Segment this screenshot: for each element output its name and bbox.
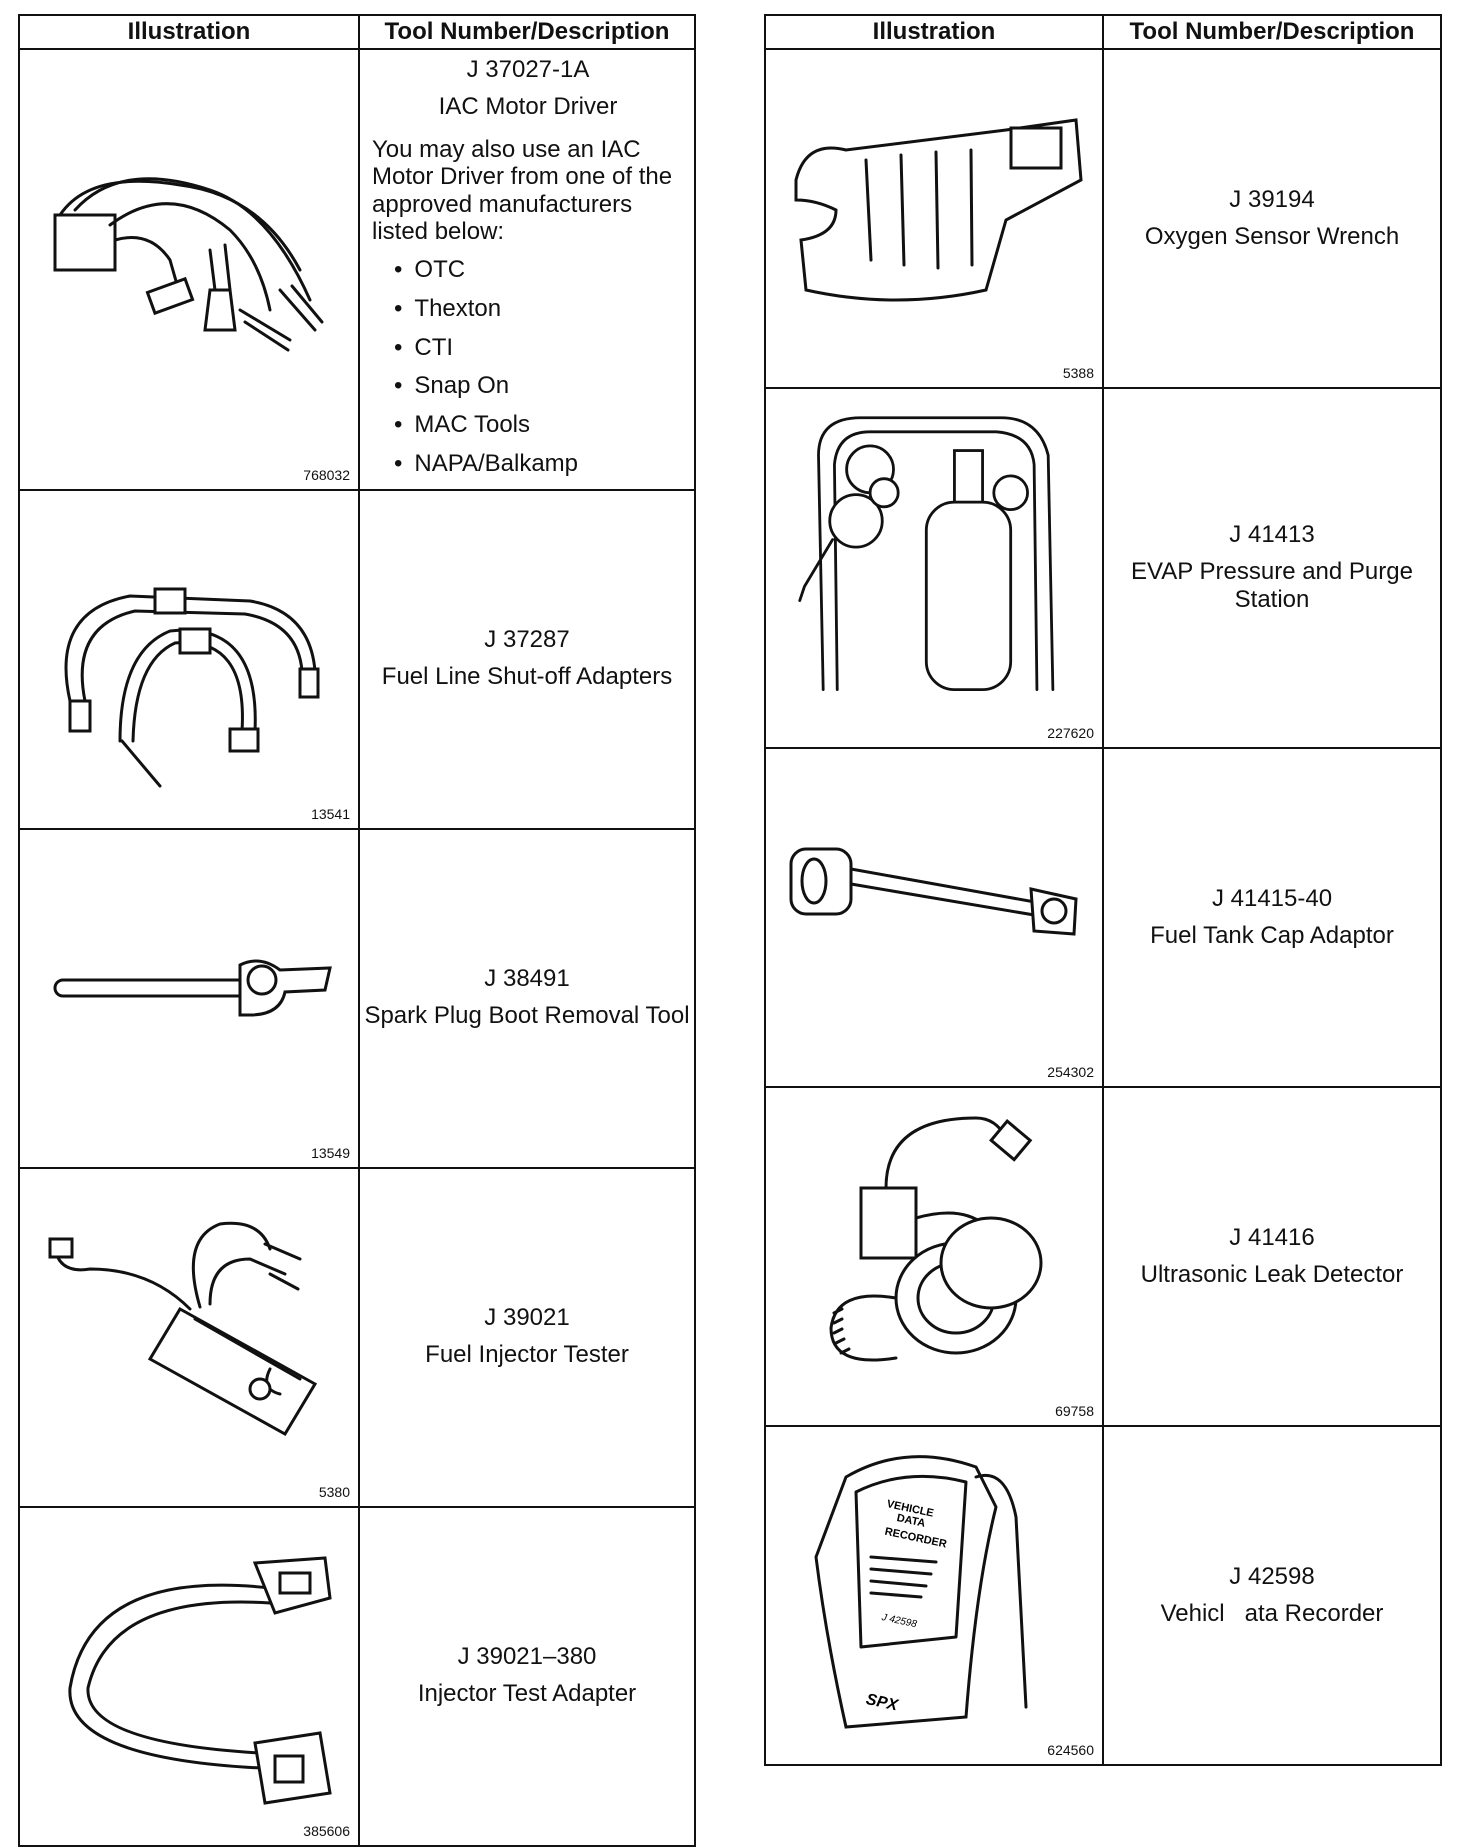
tool-description: J 38491 Spark Plug Boot Removal Tool bbox=[358, 827, 696, 1169]
figure-number: 624560 bbox=[1047, 1742, 1094, 1758]
list-item: NAPA/Balkamp bbox=[394, 450, 684, 479]
tool-name: Injector Test Adapter bbox=[417, 1680, 637, 1708]
tool-description: J 41416 Ultrasonic Leak Detector bbox=[1102, 1086, 1442, 1427]
fuel-tank-cap-adaptor-icon bbox=[789, 847, 1078, 936]
tool-description-header: Tool Number/Description bbox=[358, 14, 696, 50]
illustration-cell: 5388 bbox=[764, 48, 1104, 389]
figure-number: 69758 bbox=[1055, 1403, 1094, 1419]
tool-description: J 41413 EVAP Pressure and Purge Station bbox=[1102, 387, 1442, 749]
list-item: MAC Tools bbox=[394, 411, 684, 440]
tool-number: J 37287 bbox=[484, 626, 570, 654]
figure-number: 5388 bbox=[1062, 365, 1094, 381]
tool-number: J 39021–380 bbox=[457, 1643, 597, 1671]
evap-station-icon bbox=[798, 416, 1055, 692]
table-row: 69758 J 41416 Ultrasonic Leak Detector bbox=[764, 1086, 1442, 1427]
ultrasonic-leak-detector-icon bbox=[829, 1116, 1043, 1362]
fuel-line-adapters-icon bbox=[64, 587, 320, 788]
tool-description: J 37027-1A IAC Motor Driver You may also… bbox=[358, 48, 696, 491]
spark-plug-boot-tool-icon bbox=[53, 959, 332, 1017]
tool-description: J 39021 Fuel Injector Tester bbox=[358, 1166, 696, 1508]
figure-number: 768032 bbox=[303, 466, 350, 483]
figure-number: 227620 bbox=[1047, 725, 1094, 741]
tool-name: Fuel Tank Cap Adaptor bbox=[1150, 921, 1394, 949]
table-row: 13549 J 38491 Spark Plug Boot Removal To… bbox=[18, 827, 696, 1169]
tool-name: Vehicl ata Recorder bbox=[1160, 1599, 1384, 1627]
tool-name: Ultrasonic Leak Detector bbox=[1140, 1260, 1404, 1288]
tool-name: Fuel Line Shut-off Adapters bbox=[381, 663, 673, 691]
table-row: 227620 J 41413 EVAP Pressure and Purge S… bbox=[764, 387, 1442, 749]
table-header-row: Illustration Tool Number/Description bbox=[764, 14, 1442, 50]
tool-description-header: Tool Number/Description bbox=[1102, 14, 1442, 50]
illustration-cell: 13549 bbox=[18, 827, 360, 1169]
oxygen-sensor-wrench-icon bbox=[794, 118, 1083, 302]
left-tool-table: Illustration Tool Number/Description 768… bbox=[18, 14, 696, 1847]
tool-number: J 37027-1A bbox=[466, 56, 590, 83]
manufacturer-note: You may also use an IAC Motor Driver fro… bbox=[372, 135, 673, 246]
illustration-header: Illustration bbox=[764, 14, 1104, 50]
table-header-row: Illustration Tool Number/Description bbox=[18, 14, 696, 50]
vehicle-data-recorder-icon: VEHICLE DATA RECORDER J 42598 SPX bbox=[814, 1455, 1028, 1729]
right-tool-table: Illustration Tool Number/Description 538… bbox=[764, 14, 1442, 1766]
table-row: VEHICLE DATA RECORDER J 42598 SPX 624560… bbox=[764, 1425, 1442, 1766]
table-row: 768032 J 37027-1A IAC Motor Driver You m… bbox=[18, 48, 696, 491]
figure-number: 13549 bbox=[311, 1144, 350, 1161]
illustration-cell: 227620 bbox=[764, 387, 1104, 749]
table-row: 254302 J 41415-40 Fuel Tank Cap Adaptor bbox=[764, 747, 1442, 1088]
spx-logo: SPX bbox=[864, 1691, 900, 1715]
device-label-data: DATA bbox=[896, 1512, 927, 1530]
tool-description: J 42598 Vehicl ata Recorder bbox=[1102, 1425, 1442, 1766]
figure-number: 254302 bbox=[1047, 1064, 1094, 1080]
tool-number: J 38491 bbox=[484, 965, 570, 993]
figure-number: 5380 bbox=[318, 1483, 350, 1500]
illustration-cell: 13541 bbox=[18, 488, 360, 830]
tool-name: Fuel Injector Tester bbox=[425, 1341, 629, 1369]
manufacturer-list: OTC Thexton CTI Snap On MAC Tools NAPA/B… bbox=[372, 256, 684, 479]
tool-number: J 42598 bbox=[1229, 1562, 1315, 1590]
fuel-injector-tester-icon bbox=[48, 1221, 318, 1436]
tool-name: IAC Motor Driver bbox=[438, 92, 618, 120]
tool-description: J 41415-40 Fuel Tank Cap Adaptor bbox=[1102, 747, 1442, 1088]
table-row: 5380 J 39021 Fuel Injector Tester bbox=[18, 1166, 696, 1508]
table-row: 13541 J 37287 Fuel Line Shut-off Adapter… bbox=[18, 488, 696, 830]
tool-number: J 41413 bbox=[1229, 520, 1315, 548]
illustration-cell: 69758 bbox=[764, 1086, 1104, 1427]
tool-name: Spark Plug Boot Removal Tool bbox=[364, 1002, 690, 1030]
tool-name: EVAP Pressure and Purge Station bbox=[1131, 557, 1413, 614]
illustration-header: Illustration bbox=[18, 14, 360, 50]
tool-description: J 37287 Fuel Line Shut-off Adapters bbox=[358, 488, 696, 830]
illustration-cell: VEHICLE DATA RECORDER J 42598 SPX 624560 bbox=[764, 1425, 1104, 1766]
tool-description: J 39194 Oxygen Sensor Wrench bbox=[1102, 48, 1442, 389]
list-item: CTI bbox=[394, 334, 684, 363]
illustration-cell: 5380 bbox=[18, 1166, 360, 1508]
table-row: 385606 J 39021–380 Injector Test Adapter bbox=[18, 1505, 696, 1847]
tool-description: J 39021–380 Injector Test Adapter bbox=[358, 1505, 696, 1847]
figure-number: 13541 bbox=[311, 805, 350, 822]
tool-name: Oxygen Sensor Wrench bbox=[1144, 222, 1400, 250]
tool-number: J 39021 bbox=[484, 1304, 570, 1332]
figure-number: 385606 bbox=[303, 1822, 350, 1839]
illustration-cell: 768032 bbox=[18, 48, 360, 491]
tool-number: J 41416 bbox=[1229, 1223, 1315, 1251]
tool-number: J 39194 bbox=[1229, 185, 1315, 213]
iac-motor-driver-icon bbox=[53, 177, 324, 352]
illustration-cell: 254302 bbox=[764, 747, 1104, 1088]
illustration-cell: 385606 bbox=[18, 1505, 360, 1847]
list-item: Snap On bbox=[394, 372, 684, 401]
tool-number: J 41415-40 bbox=[1211, 884, 1333, 912]
list-item: Thexton bbox=[394, 295, 684, 324]
table-row: 5388 J 39194 Oxygen Sensor Wrench bbox=[764, 48, 1442, 389]
injector-test-adapter-icon bbox=[68, 1556, 332, 1805]
list-item: OTC bbox=[394, 256, 684, 285]
